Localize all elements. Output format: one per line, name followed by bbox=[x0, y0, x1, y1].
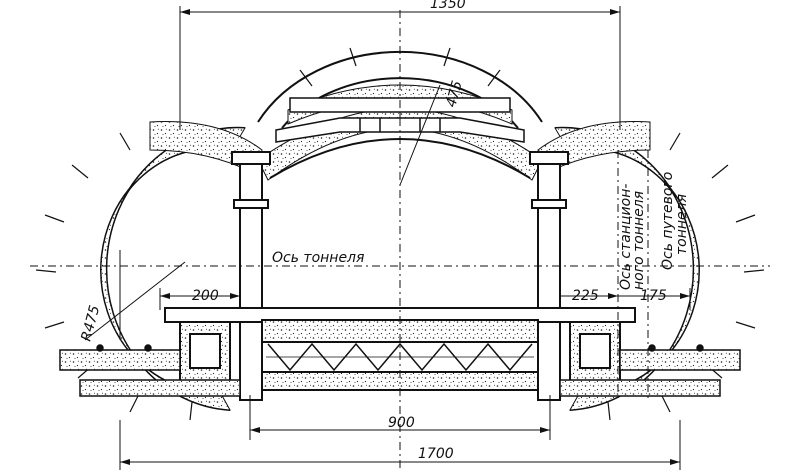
dim-900-label: 900 bbox=[388, 415, 415, 431]
left-column-base bbox=[233, 199, 269, 209]
station-axis-label-2: ного тоннеля bbox=[631, 191, 647, 290]
right-rail-2 bbox=[696, 344, 704, 352]
station-axis-label-1: Ось станцион- bbox=[618, 184, 634, 290]
dimension-arrows bbox=[120, 9, 690, 465]
dim-475-label: 475 bbox=[443, 79, 465, 109]
lining-block-joints bbox=[35, 47, 765, 421]
right-column bbox=[537, 159, 561, 401]
dim-1350-label: 1350 bbox=[430, 0, 466, 12]
right-track-bed bbox=[619, 349, 741, 371]
left-column-capital bbox=[231, 151, 271, 165]
right-support-void bbox=[579, 333, 611, 369]
dim-175-label: 175 bbox=[640, 288, 667, 304]
dim-1700-label: 1700 bbox=[418, 446, 454, 462]
right-column-capital bbox=[529, 151, 569, 165]
dimension-lines bbox=[119, 6, 691, 470]
dim-200-label: 200 bbox=[192, 288, 219, 304]
left-column bbox=[239, 159, 263, 401]
axis-lines bbox=[30, 10, 770, 470]
right-column-base bbox=[531, 199, 567, 209]
track-axis-label-2: тоннеля bbox=[674, 194, 690, 255]
dim-225-label: 225 bbox=[572, 288, 599, 304]
radius-leaders bbox=[84, 84, 441, 341]
tunnel-axis-label: Ось тоннеля bbox=[272, 250, 364, 266]
left-invert bbox=[79, 379, 241, 397]
dim-r475-label: R475 bbox=[78, 304, 103, 343]
track-axis-label-1: Ось путевого bbox=[660, 172, 676, 270]
left-track-bed bbox=[59, 349, 181, 371]
left-support-void bbox=[189, 333, 221, 369]
left-rail-2 bbox=[144, 344, 152, 352]
columns bbox=[231, 151, 569, 401]
left-rail-1 bbox=[96, 344, 104, 352]
track-beds bbox=[59, 344, 741, 397]
right-rail-1 bbox=[648, 344, 656, 352]
right-invert bbox=[559, 379, 721, 397]
